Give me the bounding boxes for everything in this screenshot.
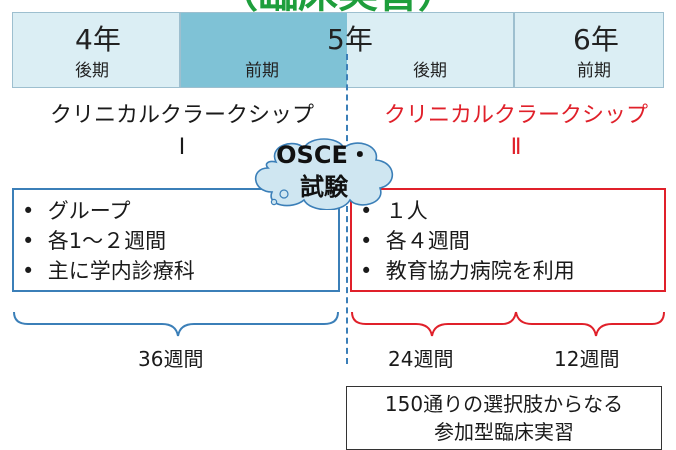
timeline-header: 4年 後期 5年 前期 後期 6年 前期 — [12, 12, 664, 88]
clerkship-2-duration-24w: 24週間 — [388, 347, 454, 371]
participatory-clinical-practice-box: 150通りの選択肢からなる 参加型臨床実習 — [346, 386, 662, 450]
clerkship-1-numeral: Ⅰ — [178, 135, 186, 160]
clerkship-2-numeral: Ⅱ — [510, 135, 522, 160]
year-6-cell: 6年 前期 — [514, 12, 664, 88]
clerkship-1-bracket — [13, 311, 339, 337]
clerkship-1-details-box: • グループ • 各1～２週間 • 主に学内診療科 — [12, 188, 340, 292]
osce-label-line1: OSCE・ — [276, 141, 372, 169]
clerkship-1-heading: クリニカルクラークシップ Ⅰ — [18, 104, 346, 160]
clerkship-2-heading: クリニカルクラークシップ Ⅱ — [356, 104, 676, 160]
clerkship-1-bullet: • 主に学内診療科 — [22, 259, 195, 283]
year-5-cell: 5年 前期 後期 — [180, 12, 514, 88]
year-5-second-half-label: 後期 — [413, 61, 447, 81]
year-4-label: 4年 — [75, 23, 121, 56]
page-title: （臨床実習） — [0, 0, 676, 14]
year-5-first-half-label: 前期 — [245, 61, 279, 81]
clerkship-1-bullet-text: 主に学内診療科 — [47, 259, 195, 283]
clerkship-1-bullet-text: グループ — [47, 199, 131, 223]
clerkship-1-bullet: • 各1～２週間 — [22, 229, 167, 253]
clerkship-2-bracket-12w — [515, 311, 665, 337]
clerkship-2-bracket-24w — [351, 311, 517, 337]
clerkship-1-title: クリニカルクラークシップ — [49, 103, 314, 128]
year-4-second-half-label: 後期 — [75, 61, 109, 81]
year-4-cell: 4年 後期 — [12, 12, 180, 88]
clerkship-2-bullet-text: １人 — [385, 199, 428, 223]
clerkship-1-bullet-text: 各1～２週間 — [47, 229, 167, 253]
clerkship-1-bullet: • グループ — [22, 199, 131, 223]
clerkship-2-title: クリニカルクラークシップ — [383, 103, 648, 128]
footer-line2: 参加型臨床実習 — [434, 420, 574, 444]
year-6-label: 6年 — [573, 23, 619, 56]
clerkship-2-details-box: • １人 • 各４週間 • 教育協力病院を利用 — [350, 188, 666, 292]
clerkship-2-bullet-text: 教育協力病院を利用 — [385, 259, 575, 283]
duration-brackets — [13, 311, 665, 337]
clerkship-1-duration: 36週間 — [138, 347, 204, 371]
clerkship-2-duration-12w: 12週間 — [554, 347, 620, 371]
year-5-first-half-shade — [181, 13, 347, 87]
clerkship-2-bullet: • 教育協力病院を利用 — [360, 259, 575, 283]
footer-line1: 150通りの選択肢からなる — [384, 392, 624, 416]
osce-exam-cloud: OSCE・ 試験 — [246, 134, 402, 211]
divider-dashed-line — [346, 54, 348, 364]
cloud-icon — [254, 138, 394, 211]
clerkship-2-bullet-text: 各４週間 — [385, 229, 470, 253]
osce-label-line2: 試験 — [300, 173, 348, 201]
year-5-label: 5年 — [327, 23, 373, 56]
year-6-first-half-label: 前期 — [577, 61, 611, 81]
clerkship-2-bullet: • １人 — [360, 199, 428, 223]
clerkship-2-bullet: • 各４週間 — [360, 229, 470, 253]
